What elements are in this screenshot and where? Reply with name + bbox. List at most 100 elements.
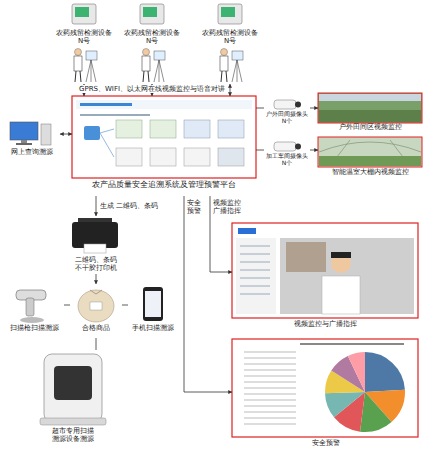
camera-body — [274, 142, 296, 151]
sidebar-items — [240, 246, 270, 294]
video-frame — [318, 93, 422, 123]
device-body — [72, 4, 96, 24]
node-box: 户外田间摄像头 N个 — [264, 98, 310, 132]
tripod — [86, 60, 96, 82]
connector — [96, 274, 97, 284]
screenshot-frame — [232, 223, 418, 318]
person-head — [143, 49, 150, 56]
tripod-board — [86, 51, 97, 60]
node-box: 网上查询溯源 — [4, 120, 60, 160]
chart-frame — [232, 339, 418, 437]
product-knot — [90, 290, 102, 294]
person-body — [74, 56, 82, 71]
node-box: 农产品质量安全追溯系统及管理预警平台 — [72, 96, 256, 196]
connector — [64, 305, 70, 306]
pie-slice — [345, 372, 385, 412]
device-body — [218, 4, 242, 24]
sidebar — [236, 238, 276, 314]
screenshot-card — [184, 148, 210, 166]
node-label: 户外田间摄像头 N个 — [264, 110, 310, 124]
connector — [256, 108, 264, 109]
node-box: 合格商品 — [70, 284, 122, 338]
pie-slice — [345, 372, 385, 412]
pie-slice — [345, 372, 385, 412]
person-body — [220, 56, 228, 71]
scanner-stand — [20, 317, 44, 323]
device-screen — [221, 7, 235, 17]
connector — [230, 84, 231, 96]
screenshot-icon — [84, 126, 100, 140]
phone-body — [143, 287, 163, 321]
node-box: 扫描枪扫描溯源 — [4, 284, 64, 338]
node-box: 农药残留检测设备 N号 — [198, 2, 262, 84]
pie-slice — [345, 372, 385, 412]
connector — [310, 150, 318, 151]
edge-label: 视频监控 广播指挥 — [213, 199, 243, 216]
camera-body — [274, 100, 296, 109]
node-label: 扫描枪扫描溯源 — [4, 324, 64, 332]
device-screen — [75, 7, 89, 17]
device-screen — [143, 7, 157, 17]
edge-label: 安全预警 — [187, 199, 203, 216]
phone-screen — [145, 291, 161, 317]
sky — [319, 94, 421, 101]
product-bag — [78, 290, 114, 322]
node-label: 超市专用扫描 溯源设备溯源 — [51, 427, 95, 444]
person-legs — [221, 71, 227, 82]
pie-slice — [345, 372, 385, 412]
person-body — [142, 56, 150, 71]
node-box: 户外田间区视频监控 — [318, 92, 422, 134]
device-body — [140, 4, 164, 24]
screenshot-card — [150, 120, 176, 138]
screenshot-title-bar — [80, 103, 132, 106]
screenshot-arrow — [100, 129, 114, 157]
computer-monitor — [10, 122, 38, 140]
kiosk-body — [44, 354, 102, 422]
person-legs — [143, 71, 149, 82]
connector — [184, 196, 232, 392]
node-label: 合格商品 — [70, 324, 122, 332]
screenshot-card — [150, 148, 176, 166]
node-box: 超市专用扫描 溯源设备溯源 — [30, 350, 116, 448]
computer-tower — [41, 124, 51, 145]
chart-legend-lines — [244, 352, 296, 424]
node-label: 加工车间摄像头 N个 — [264, 152, 310, 166]
person-coat — [322, 276, 360, 314]
pie-slice — [345, 372, 385, 412]
logo — [238, 228, 256, 234]
node-label: 农药残留检测设备 N号 — [121, 29, 183, 46]
person-legs — [75, 71, 81, 82]
pie-slice — [345, 372, 385, 412]
edge-label: GPRS、WIFI、以太网在线视频监控与语音对讲 — [77, 85, 227, 93]
tripod-board — [154, 51, 165, 60]
connector — [256, 150, 264, 151]
node-label: 网上查询溯源 — [4, 148, 60, 156]
product-tag — [90, 302, 102, 310]
node-box: 安全预警 — [232, 338, 420, 450]
printer-paper — [84, 244, 106, 253]
screenshot-frame — [72, 96, 256, 178]
kiosk-base — [40, 418, 106, 425]
kiosk-window — [54, 366, 92, 400]
node-label: 农产品质量安全追溯系统及管理预警平台 — [72, 180, 256, 189]
scanner-gun-handle — [26, 298, 34, 316]
screenshot-card — [116, 148, 142, 166]
greenhouse-arch — [319, 140, 421, 166]
connector — [96, 196, 97, 216]
node-label: 智能温室大棚内视频监控 — [318, 169, 422, 177]
pie-slice — [345, 372, 385, 412]
screenshot-card — [218, 148, 244, 166]
screenshot-line — [80, 114, 150, 116]
node-box: 智能温室大棚内视频监控 — [318, 136, 422, 180]
screenshot-card — [116, 120, 142, 138]
camera-lens — [295, 102, 301, 108]
chart-title-line — [300, 343, 404, 345]
computer-stand — [21, 140, 27, 143]
node-box: 二维码、条码 不干胶打印机 — [56, 216, 136, 274]
connector — [96, 338, 97, 350]
greenhouse-plants — [319, 156, 421, 166]
screenshot-card — [218, 120, 244, 138]
computer-base — [16, 143, 32, 145]
